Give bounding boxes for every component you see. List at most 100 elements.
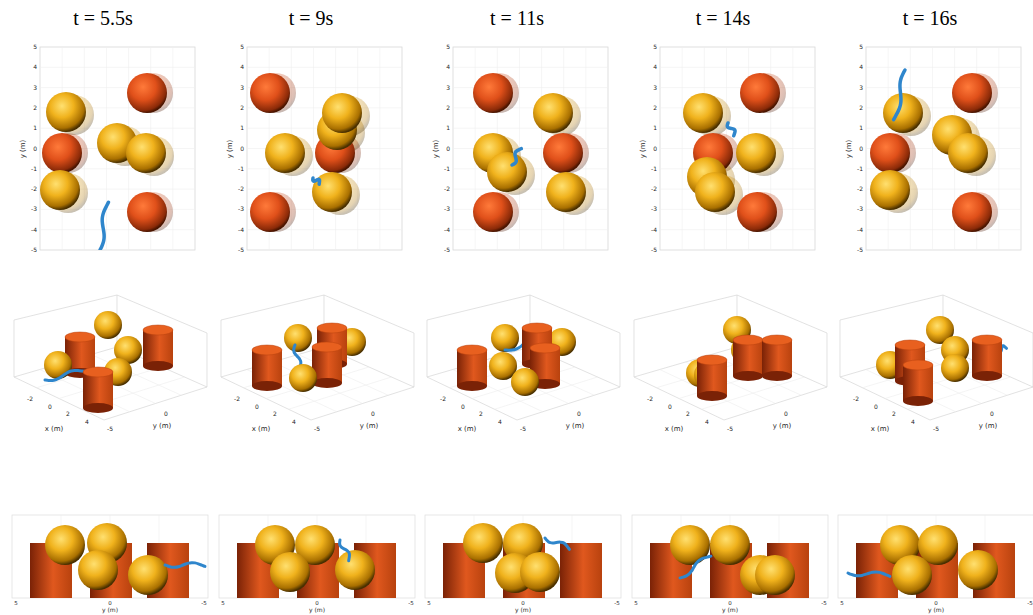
cylinder-top xyxy=(903,360,933,370)
panel-title: t = 9s xyxy=(289,8,334,28)
axis-label: -3 xyxy=(31,206,37,212)
axis-label: 2 xyxy=(653,105,657,111)
grid-line xyxy=(932,47,933,250)
axis-label: -2 xyxy=(651,186,657,192)
axis-label: -1 xyxy=(857,166,863,172)
yellow-sphere xyxy=(520,552,560,592)
axis-label: 4 xyxy=(33,64,37,70)
cylinder-base xyxy=(972,371,1002,381)
axis-frame xyxy=(221,295,324,320)
axis-label: -2 xyxy=(857,186,863,192)
cylinder-base xyxy=(697,391,727,401)
axis-label: -2 xyxy=(31,186,37,192)
robot-trajectory xyxy=(727,123,735,136)
axis-label: y (m) xyxy=(102,607,118,613)
yellow-sphere xyxy=(44,351,72,379)
yellow-sphere xyxy=(322,93,362,133)
axis-label: -5 xyxy=(520,426,526,432)
axis-label: x (m) xyxy=(871,426,890,433)
orange-sphere xyxy=(740,73,780,113)
yellow-sphere xyxy=(335,550,375,590)
yellow-sphere xyxy=(491,324,519,352)
grid-line xyxy=(660,128,815,129)
perspective-panel xyxy=(14,295,207,420)
perspective-panel xyxy=(427,295,620,420)
orange-sphere xyxy=(250,73,290,113)
axis-frame xyxy=(827,333,828,387)
cylinder-base xyxy=(252,381,282,391)
panel-title: t = 11s xyxy=(490,8,544,28)
yellow-sphere xyxy=(312,172,352,212)
yellow-sphere xyxy=(487,152,527,192)
axis-label: 2 xyxy=(892,411,896,417)
axis-label: -5 xyxy=(857,247,863,253)
robot-trajectory xyxy=(545,538,569,549)
axis-label: 5 xyxy=(240,44,244,50)
axis-label: -1 xyxy=(238,166,244,172)
axis-label: 1 xyxy=(446,125,450,131)
axis-label: 0 xyxy=(164,411,168,417)
axis-frame xyxy=(207,333,208,387)
axis-label: y (m) xyxy=(433,139,440,158)
axis-label: y (m) xyxy=(846,139,853,158)
plan-objects xyxy=(250,73,370,232)
axis-label: 2 xyxy=(273,411,277,417)
yellow-sphere xyxy=(695,172,735,212)
axis-label: 4 xyxy=(911,419,915,425)
axis-label: 2 xyxy=(446,105,450,111)
axis-label: y (m) xyxy=(640,139,647,158)
axis-label: 0 xyxy=(33,146,37,152)
cylinder-body xyxy=(83,372,113,408)
axis-label: 3 xyxy=(653,85,657,91)
yellow-sphere xyxy=(45,525,85,565)
axis-label: -5 xyxy=(408,601,413,607)
yellow-sphere xyxy=(284,324,312,352)
grid-line xyxy=(866,229,1021,230)
side-view-panel xyxy=(425,515,621,598)
cylinder-top xyxy=(972,335,1002,345)
axis-label: y (m) xyxy=(722,607,738,613)
cylinder-top xyxy=(762,335,792,345)
axis-label: 2 xyxy=(859,105,863,111)
axis-label: -2 xyxy=(440,396,446,402)
yellow-sphere xyxy=(941,354,969,382)
axis-label: -1 xyxy=(31,166,37,172)
axis-label: -5 xyxy=(444,247,450,253)
panel-title: t = 14s xyxy=(696,8,751,28)
axis-label: -4 xyxy=(857,227,863,233)
axis-label: -5 xyxy=(933,426,939,432)
axis-label: -3 xyxy=(857,206,863,212)
axis-label: 4 xyxy=(240,64,244,70)
axis-label: y (m) xyxy=(20,139,27,158)
grid-line xyxy=(866,87,1021,88)
axis-label: 1 xyxy=(33,125,37,131)
axis-label: 4 xyxy=(85,419,89,425)
robot-trajectory xyxy=(100,202,108,250)
axis-label: 3 xyxy=(446,85,450,91)
axis-label: -5 xyxy=(31,247,37,253)
axis-frame xyxy=(840,320,841,377)
orange-sphere xyxy=(737,192,777,232)
axis-label: 5 xyxy=(427,601,431,607)
cylinder-body xyxy=(697,360,727,396)
axis-label: 0 xyxy=(371,411,375,417)
axis-frame xyxy=(634,295,737,320)
grid-line xyxy=(453,107,608,108)
plan-view-panel xyxy=(660,47,815,250)
axis-label: 2 xyxy=(479,411,483,417)
axis-label: -5 xyxy=(314,426,320,432)
axis-label: -2 xyxy=(444,186,450,192)
cylinder-top xyxy=(895,340,925,350)
axis-label: 0 xyxy=(653,146,657,152)
axis-label: 0 xyxy=(108,601,112,607)
grid-line xyxy=(792,47,793,250)
axis-label: -3 xyxy=(651,206,657,212)
axis-label: y (m) xyxy=(153,423,172,430)
orange-sphere xyxy=(250,192,290,232)
axis-label: -2 xyxy=(234,396,240,402)
axis-label: 4 xyxy=(705,419,709,425)
side-view-panel xyxy=(12,515,208,598)
axis-frame xyxy=(414,333,415,387)
axis-label: y (m) xyxy=(979,423,998,430)
